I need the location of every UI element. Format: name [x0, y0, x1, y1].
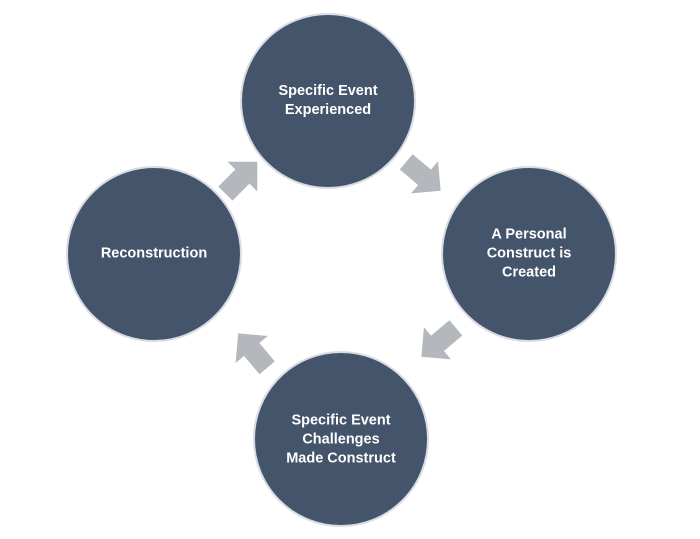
arrow-construct-to-challenge-icon	[421, 320, 463, 360]
label-event-challenges-construct: Specific Event Challenges Made Construct	[286, 412, 396, 467]
node-specific-event-experienced	[240, 13, 416, 189]
label-reconstruction: Reconstruction	[100, 245, 208, 262]
node-reconstruction	[66, 166, 242, 342]
label-personal-construct-created: A Personal Construct is Created	[486, 226, 572, 281]
node-event-challenges-construct	[253, 351, 429, 527]
arrow-reconstruction-to-experience-icon	[218, 161, 258, 201]
node-personal-construct-created	[441, 166, 617, 342]
arrow-experience-to-construct-icon	[399, 154, 441, 194]
arrow-challenge-to-reconstruction-icon	[235, 333, 275, 375]
label-specific-event-experienced: Specific Event Experienced	[278, 83, 378, 118]
